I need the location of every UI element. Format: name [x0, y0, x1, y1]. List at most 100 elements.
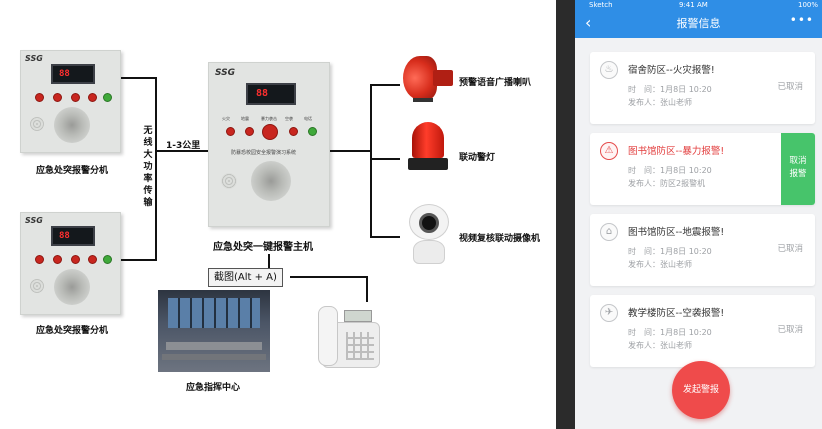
- connector-line: [121, 77, 156, 79]
- status-badge: 已取消: [777, 82, 803, 92]
- display-screen: 88: [51, 226, 95, 246]
- alert-time: 时 间：1月8日 10:20: [628, 166, 712, 175]
- button-label: 暴力袭击: [261, 116, 277, 121]
- connector-line: [156, 150, 208, 152]
- status-badge: 已取消: [777, 244, 803, 254]
- main-alarm-unit: SSG 88 防暴恐校园安全报警演习系统 火灾 地震 暴力袭击 空袭 电话: [208, 62, 330, 227]
- more-icon[interactable]: •••: [789, 13, 814, 27]
- phone-screen: Sketch 9:41 AM 100% ‹ 报警信息 ••• ♨ 宿舍防区--火…: [575, 0, 822, 429]
- alert-title: 图书馆防区--暴力报警!: [628, 146, 725, 157]
- alert-publisher: 发布人：张山老师: [628, 260, 692, 269]
- police-emblem: [54, 269, 90, 305]
- command-center-caption: 应急指挥中心: [186, 383, 241, 393]
- sub-alarm-unit-bottom: SSG 88: [20, 212, 121, 315]
- alert-publisher: 发布人：张山老师: [628, 341, 692, 350]
- nav-bar: ‹ 报警信息 •••: [575, 10, 822, 38]
- distance-label: 1-3公里: [166, 141, 201, 151]
- main-unit-caption: 应急处突一键报警主机: [213, 242, 313, 253]
- connector-line: [290, 276, 368, 278]
- alarm-light-icon: [408, 122, 448, 172]
- brand-logo: SSG: [25, 216, 43, 225]
- sub-unit-caption-bottom: 应急处突报警分机: [36, 326, 109, 336]
- violence-button[interactable]: [71, 255, 80, 264]
- speaker-grille: [30, 117, 44, 131]
- speaker-label: 预警语音广播喇叭: [459, 78, 532, 88]
- sub-unit-caption-top: 应急处突报警分机: [36, 166, 109, 176]
- alert-title: 宿舍防区--火灾报警!: [628, 65, 715, 76]
- cancel-alarm-button[interactable]: 取消报警: [781, 133, 815, 205]
- display-screen: 88: [246, 83, 296, 105]
- police-emblem: [251, 161, 291, 201]
- alarm-light-label: 联动警灯: [459, 153, 496, 163]
- sub-alarm-unit-top: SSG 88: [20, 50, 121, 153]
- fire-button[interactable]: [35, 93, 44, 102]
- siren-icon: ⚠: [600, 142, 618, 160]
- status-badge: 已取消: [777, 325, 803, 335]
- carrier-label: Sketch: [589, 1, 613, 9]
- connector-line: [121, 259, 156, 261]
- screenshot-tooltip: 截图(Alt + A): [208, 268, 283, 287]
- connector-line: [155, 77, 157, 261]
- telephone-icon: [318, 302, 382, 370]
- page-title: 报警信息: [676, 17, 721, 30]
- connector-line: [268, 254, 270, 270]
- status-bar: Sketch 9:41 AM 100%: [575, 0, 822, 10]
- plane-icon: ✈: [600, 304, 618, 322]
- button-label: 电话: [304, 116, 312, 121]
- violence-button[interactable]: [262, 124, 278, 140]
- display-screen: 88: [51, 64, 95, 84]
- battery-label: 100%: [797, 1, 818, 9]
- alert-title: 图书馆防区--地震报警!: [628, 227, 725, 238]
- connector-line: [370, 84, 372, 238]
- fire-icon: ♨: [600, 61, 618, 79]
- alert-time: 时 间：1月8日 10:20: [628, 328, 712, 337]
- camera-label: 视频复核联动摄像机: [459, 234, 541, 244]
- alert-card-violence[interactable]: ⚠ 图书馆防区--暴力报警! 时 间：1月8日 10:20 发布人：防区2报警机…: [590, 133, 815, 205]
- raise-alarm-button[interactable]: 发起警报: [672, 361, 730, 419]
- alarm-system-diagram: SSG 88 应急处突报警分机 SSG 88: [20, 50, 541, 393]
- connector-line: [370, 236, 400, 238]
- connector-line: [370, 84, 400, 86]
- alert-publisher: 发布人：张山老师: [628, 98, 692, 107]
- airraid-button[interactable]: [88, 93, 97, 102]
- alert-time: 时 间：1月8日 10:20: [628, 85, 712, 94]
- violence-button[interactable]: [71, 93, 80, 102]
- button-label: 地震: [241, 116, 249, 121]
- cancel-alarm-label: 报警: [789, 169, 807, 179]
- alert-card-airraid[interactable]: ✈ 教学楼防区--空袭报警! 时 间：1月8日 10:20 发布人：张山老师 已…: [590, 295, 815, 367]
- airraid-button[interactable]: [289, 127, 298, 136]
- button-label: 火灾: [222, 116, 230, 121]
- time-label: 9:41 AM: [679, 1, 708, 9]
- phone-button[interactable]: [308, 127, 317, 136]
- horn-speaker-icon: [403, 56, 455, 106]
- speaker-grille: [30, 279, 44, 293]
- quake-button[interactable]: [53, 255, 62, 264]
- police-emblem: [54, 107, 90, 143]
- phone-button[interactable]: [103, 255, 112, 264]
- cancel-alarm-label: 取消: [789, 156, 807, 166]
- alert-card-earthquake[interactable]: ⌂ 图书馆防区--地震报警! 时 间：1月8日 10:20 发布人：张山老师 已…: [590, 214, 815, 286]
- brand-logo: SSG: [25, 54, 43, 63]
- phone-button[interactable]: [103, 93, 112, 102]
- command-center-image: [158, 290, 270, 372]
- alert-card-fire[interactable]: ♨ 宿舍防区--火灾报警! 时 间：1月8日 10:20 发布人：张山老师 已取…: [590, 52, 815, 124]
- main-panel-text: 防暴恐校园安全报警演习系统: [231, 150, 297, 156]
- speaker-grille: [221, 173, 237, 189]
- building-icon: ⌂: [600, 223, 618, 241]
- quake-button[interactable]: [53, 93, 62, 102]
- connector-line: [370, 158, 400, 160]
- back-icon[interactable]: ‹: [585, 13, 592, 32]
- fire-button[interactable]: [226, 127, 235, 136]
- connector-line: [366, 276, 368, 302]
- alert-publisher: 发布人：防区2报警机: [628, 179, 706, 188]
- fire-button[interactable]: [35, 255, 44, 264]
- button-label: 空袭: [285, 116, 293, 121]
- quake-button[interactable]: [245, 127, 254, 136]
- airraid-button[interactable]: [88, 255, 97, 264]
- connector-line: [330, 150, 370, 152]
- alert-title: 教学楼防区--空袭报警!: [628, 308, 725, 319]
- wireless-transmission-label: 无线大功率传输: [143, 126, 153, 208]
- brand-logo: SSG: [215, 68, 236, 78]
- alert-time: 时 间：1月8日 10:20: [628, 247, 712, 256]
